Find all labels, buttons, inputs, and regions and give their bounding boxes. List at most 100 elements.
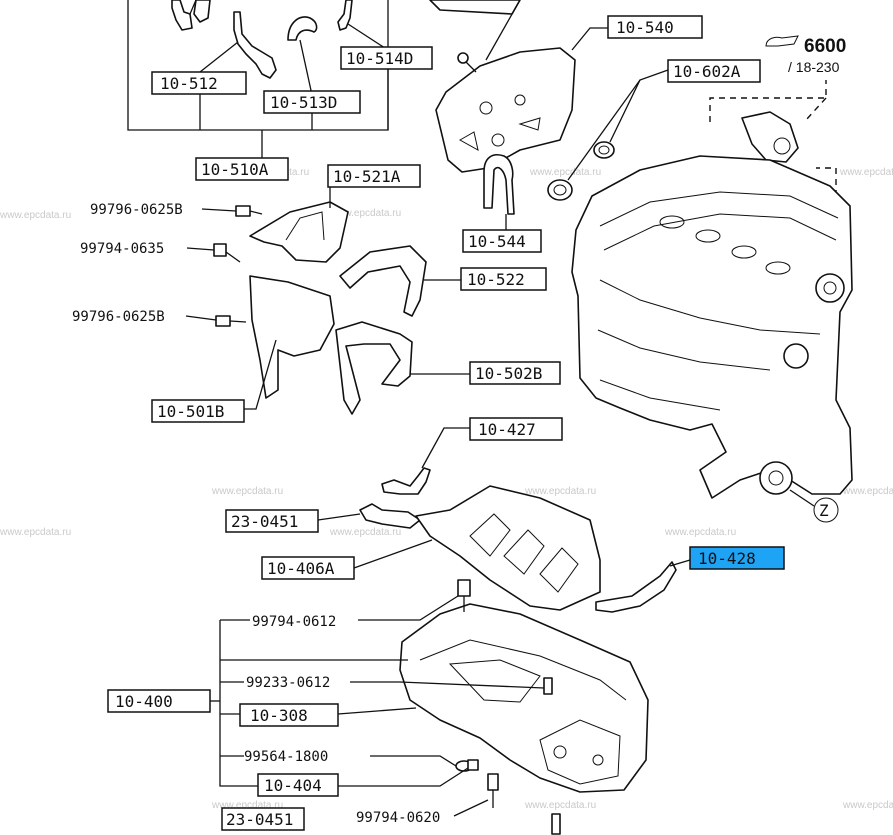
- label-10-602A: 10-602A: [667, 59, 761, 83]
- bolt-99796-0625B-a-drawing: [235, 205, 263, 217]
- seal-drawing: [593, 141, 615, 159]
- bolt-99794-0620-drawing: [487, 773, 499, 791]
- label-text: 10-502B: [475, 364, 542, 383]
- label-10-501B: 10-501B: [151, 399, 245, 423]
- cover-10-501B-drawing: [249, 275, 335, 399]
- reference-page: 6600: [804, 36, 846, 57]
- bolt-drawing: [457, 52, 469, 64]
- label-text: 10-427: [478, 420, 536, 439]
- engine-block: Z: [571, 155, 853, 523]
- block-outline: [571, 155, 853, 499]
- tensioner-bracket-drawing: [233, 11, 277, 79]
- watermark: www.epcdata.ru: [524, 800, 596, 811]
- bolt-99796-0625B-b-drawing: [215, 315, 247, 327]
- label-text: 10-512: [160, 74, 218, 93]
- tube-23-0451-drawing: [359, 503, 421, 529]
- gasket-10-502B-drawing: [335, 321, 413, 415]
- baffle-10-406A-drawing: [415, 485, 601, 611]
- label-text: 10-400: [115, 692, 173, 711]
- label-10-540: 10-540: [607, 15, 703, 39]
- watermark: www.epcdata.ru: [211, 800, 283, 811]
- gasket-10-427-drawing: [381, 467, 431, 495]
- label-99233-0612: 99233-0612: [246, 675, 330, 691]
- label-text: 10-544: [468, 232, 526, 251]
- watermark: www.epcdata.ru: [329, 208, 401, 219]
- label-text: 10-406A: [267, 559, 335, 578]
- sensor-drawing: [741, 111, 799, 163]
- plug-10-404-drawing: [467, 759, 479, 771]
- label-text: 10-522: [467, 270, 525, 289]
- label-text: 10-404: [264, 776, 322, 795]
- page-reference: 6600 / 18-230: [765, 35, 846, 75]
- label-10-522: 10-522: [460, 267, 547, 291]
- watermark: www.epcdata.ru: [842, 486, 893, 497]
- watermark: www.epcdata.ru: [842, 800, 893, 811]
- part-drawing: [429, 0, 521, 15]
- part-drawing: [171, 0, 193, 31]
- watermark: www.epcdata.ru: [529, 167, 601, 178]
- label-text: 23-0451: [231, 512, 298, 531]
- timing-cover-leaders: [185, 208, 470, 410]
- oil-pan-leaders: [210, 595, 545, 817]
- seal-drawing: [547, 179, 573, 201]
- clip-10-544-drawing: [483, 154, 515, 215]
- label-text: 10-501B: [157, 402, 224, 421]
- oil-baffle-area: [317, 427, 691, 613]
- gasket-10-522-drawing: [339, 245, 427, 317]
- gasket-10-428-drawing: [595, 561, 677, 613]
- label-text: 10-428: [698, 549, 756, 568]
- label-10-512: 10-512: [151, 71, 247, 95]
- label-10-400: 10-400: [107, 689, 211, 713]
- bolt-99794-0612-drawing: [457, 579, 471, 597]
- label-10-404: 10-404: [257, 773, 339, 797]
- ref-circle: [813, 497, 839, 523]
- oil-pan-drawing: [399, 603, 649, 793]
- label-10-544: 10-544: [462, 229, 542, 253]
- label-text: 10-308: [250, 706, 308, 725]
- label-text: 10-513D: [270, 93, 337, 112]
- label-text: 10-540: [616, 18, 674, 37]
- cover-plate-drawing: [435, 47, 576, 173]
- watermark: www.epcdata.ru: [664, 527, 736, 538]
- stud-99233-0612-drawing: [543, 677, 553, 695]
- label-23-0451-top: 23-0451: [225, 509, 319, 533]
- label-99794-0612: 99794-0612: [252, 614, 336, 630]
- hand-pointer-icon: [765, 35, 799, 47]
- label-text: 10-510A: [201, 160, 269, 179]
- label-10-428-highlighted: 10-428: [689, 546, 785, 570]
- spring-drawing: [337, 0, 353, 31]
- label-10-514D: 10-514D: [340, 46, 433, 70]
- bolt-99794-0635-drawing: [213, 243, 241, 263]
- pulley-hub-drawing: [815, 273, 845, 303]
- timing-cover-plate-10-540: [435, 0, 610, 173]
- label-99794-0620: 99794-0620: [356, 810, 440, 826]
- label-text: 10-514D: [346, 49, 413, 68]
- label-10-521A: 10-521A: [327, 164, 421, 188]
- timing-covers: [213, 154, 515, 415]
- watermark: www.epcdata.ru: [0, 527, 71, 538]
- watermark: www.epcdata.ru: [329, 527, 401, 538]
- label-99796-0625B-a: 99796-0625B: [90, 202, 183, 218]
- cover-10-521A-drawing: [249, 201, 349, 263]
- label-23-0451-bottom: 23-0451: [221, 807, 305, 831]
- watermark: www.epcdata.ru: [524, 486, 596, 497]
- label-10-513D: 10-513D: [263, 90, 361, 114]
- watermarks: www.epcdata.ru www.epcdata.ru www.epcdat…: [0, 167, 893, 811]
- tube-23-0451-bottom-drawing: [551, 813, 561, 835]
- oil-seals-10-602A: [547, 69, 669, 201]
- label-99794-0635: 99794-0635: [80, 241, 164, 257]
- label-10-502B: 10-502B: [469, 361, 561, 385]
- boss-drawing: [783, 343, 809, 369]
- watermark: www.epcdata.ru: [211, 486, 283, 497]
- label-10-510A: 10-510A: [195, 157, 289, 181]
- part-drawing: [193, 0, 211, 23]
- label-99796-0625B-b: 99796-0625B: [72, 309, 165, 325]
- label-10-406A: 10-406A: [261, 556, 355, 580]
- crank-boss-drawing: [759, 461, 793, 495]
- label-10-308: 10-308: [239, 703, 339, 727]
- label-text: 10-521A: [333, 167, 401, 186]
- circle-marker-label: Z: [819, 501, 829, 520]
- label-10-427: 10-427: [469, 417, 563, 441]
- label-text: 23-0451: [226, 810, 293, 829]
